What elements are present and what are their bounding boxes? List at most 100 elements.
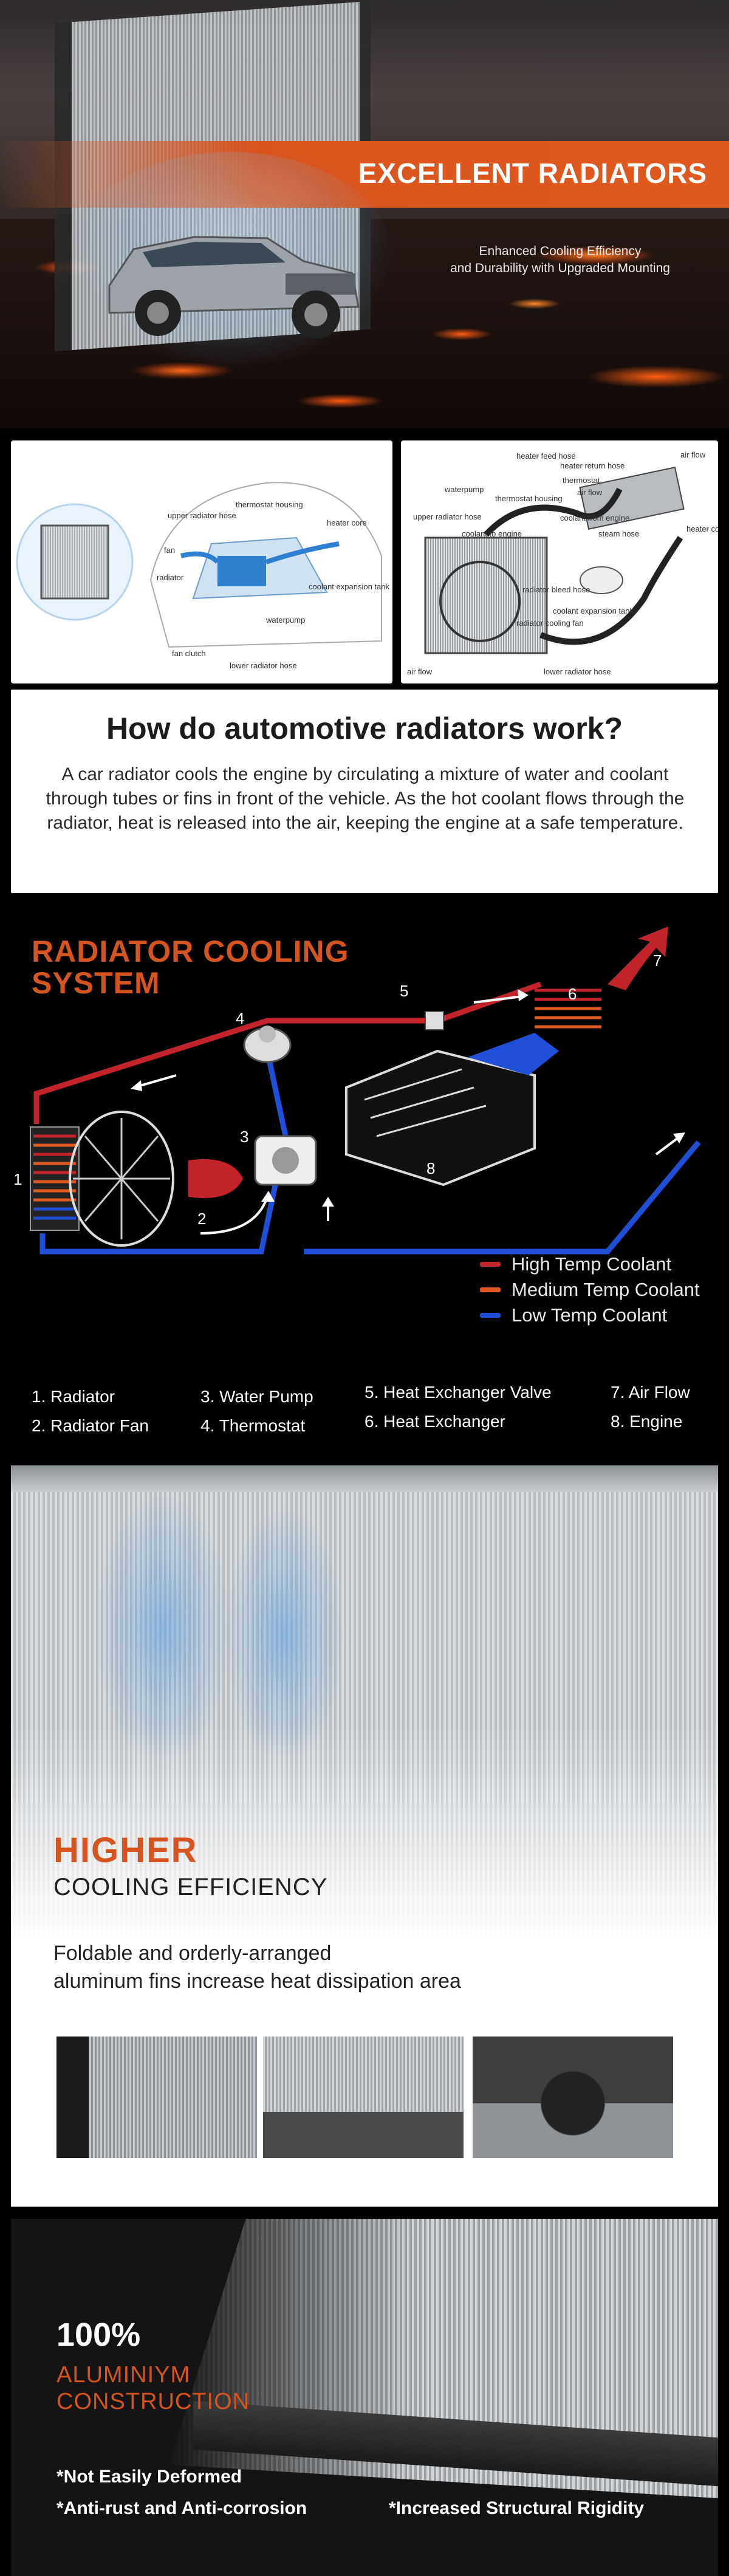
cooling-system-section: RADIATOR COOLING SYSTEM [0,893,729,1458]
label-coolant-expansion-tank-right: coolant expansion tank [553,606,634,615]
hero-title: EXCELLENT RADIATORS [358,157,707,189]
aluminium-panel: 100% ALUMINIYM CONSTRUCTION *Not Easily … [11,2219,718,2576]
hero-subtitle-line1: Enhanced Cooling Efficiency [479,244,642,258]
feature-rigidity: *Increased Structural Rigidity [389,2498,645,2518]
label-thermostat-housing-right: thermostat housing [495,494,563,503]
label-lower-radiator-hose: lower radiator hose [230,661,297,670]
part-item: 5. Heat Exchanger Valve [364,1383,552,1402]
label-radiator-bleed-hose: radiator bleed hose [522,585,590,594]
label-air-flow-3: air flow [407,667,433,676]
label-radiator: radiator [157,573,184,582]
cool-air-overlay [90,1478,406,1854]
hero-subtitle-line2: and Durability with Upgraded Mounting [450,261,670,275]
flow-arrow-head [131,1080,142,1091]
label-coolant-expansion-tank: coolant expansion tank [309,582,389,591]
part-item: 7. Air Flow [611,1383,690,1402]
legend-label-low: Low Temp Coolant [512,1304,668,1326]
cooling-title-line1: RADIATOR COOLING [32,934,349,968]
label-thermostat: thermostat [563,476,600,485]
diagram-row: upper radiator hose thermostat housing f… [0,428,729,683]
label-waterpump-right: waterpump [444,485,484,494]
label-fan: fan [164,546,175,555]
callout-number-8: 8 [426,1159,435,1177]
label-heater-return-hose: heater return hose [560,461,625,470]
coolant-circuit-diagram: heater feed hose heater return hose air … [401,440,718,683]
legend-swatch-low [480,1313,501,1318]
coolant-legend: High Temp Coolant Medium Temp Coolant Lo… [480,1252,700,1328]
water-pump-graphic [254,1135,317,1186]
how-heading: How do automotive radiators work? [106,711,623,745]
cold-return-line [304,1140,701,1255]
label-heater-core: heater core [327,518,367,527]
flow-arrow [200,1196,269,1235]
callout-number-4: 4 [236,1009,244,1027]
detail-photo-outlet [473,2036,673,2158]
aluminium-percent: 100% [56,2317,141,2353]
how-body: A car radiator cools the engine by circu… [46,764,685,833]
flow-arrow [655,1135,682,1156]
cooling-title-line2: SYSTEM [32,966,160,1000]
parts-column-1: 1. Radiator 2. Radiator Fan [32,1382,149,1440]
callout-number-3: 3 [240,1128,248,1146]
label-lower-radiator-hose-right: lower radiator hose [544,667,611,676]
label-upper-radiator-hose-right: upper radiator hose [413,512,482,521]
part-item: 8. Engine [611,1412,683,1431]
hot-coolant-line [33,981,542,1124]
callout-number-7: 7 [653,951,662,970]
flow-arrow [473,995,523,1004]
aluminium-subtitle-line2: CONSTRUCTION [56,2389,250,2414]
efficiency-panel: HIGHER COOLING EFFICIENCY Foldable and o… [11,1465,718,2207]
hero-banner: EXCELLENT RADIATORS Enhanced Cooling Eff… [0,0,729,428]
callout-number-1: 1 [13,1170,22,1188]
efficiency-description: Foldable and orderly-arranged aluminum f… [53,1939,461,1995]
parts-column-4: 7. Air Flow 8. Engine [611,1378,690,1436]
label-air-flow-1: air flow [680,450,706,459]
legend-swatch-high [480,1262,501,1267]
cooling-circuit-diagram: 1 2 3 4 5 6 7 8 [13,927,701,1255]
label-air-flow-2: air flow [577,488,603,497]
label-heater-feed-hose: heater feed hose [516,451,576,461]
aluminium-subtitle-line1: ALUMINIYM [56,2362,191,2388]
engine-graphic [345,1033,559,1187]
cooling-system-title: RADIATOR COOLING SYSTEM [32,936,349,999]
callout-number-6: 6 [568,985,577,1003]
efficiency-description-line1: Foldable and orderly-arranged [53,1942,332,1965]
part-item: 1. Radiator [32,1387,115,1406]
heat-exchanger-valve-graphic [425,1011,444,1030]
legend-label-medium: Medium Temp Coolant [512,1279,700,1300]
flow-arrow-head [673,1132,685,1143]
efficiency-heading: HIGHER [53,1831,198,1870]
label-coolant-to-engine: coolant to engine [462,529,522,538]
detail-photo-fins [263,2036,464,2158]
how-it-works-panel: How do automotive radiators work? A car … [11,690,718,893]
feature-not-deformed: *Not Easily Deformed [56,2467,242,2487]
hero-subtitle: Enhanced Cooling Efficiency and Durabili… [439,243,682,277]
detail-photo-side-tank [56,2036,257,2158]
flow-arrow-head [261,1191,275,1202]
legend-label-high: High Temp Coolant [512,1253,672,1275]
flow-arrow-head [322,1197,334,1207]
engine-bay-diagram: upper radiator hose thermostat housing f… [11,440,392,683]
radiator-graphic [30,1126,80,1231]
cold-coolant-line [39,1050,289,1255]
title-band [0,141,729,208]
legend-medium-temp: Medium Temp Coolant [480,1277,700,1303]
thermostat-graphic [243,1026,292,1063]
label-waterpump: waterpump [265,615,305,625]
feature-anti-rust: *Anti-rust and Anti-corrosion [56,2498,307,2518]
label-steam-hose: steam hose [598,529,639,538]
parts-column-2: 3. Water Pump 4. Thermostat [200,1382,313,1440]
heat-exchanger-graphic [535,927,668,1029]
label-thermostat-housing: thermostat housing [236,500,303,509]
truck-image [108,236,360,339]
label-upper-radiator-hose: upper radiator hose [168,511,236,520]
part-item: 2. Radiator Fan [32,1416,149,1435]
label-fan-clutch: fan clutch [172,649,206,658]
legend-low-temp: Low Temp Coolant [480,1303,700,1328]
legend-swatch-medium [480,1287,501,1292]
parts-column-3: 5. Heat Exchanger Valve 6. Heat Exchange… [364,1378,552,1436]
legend-high-temp: High Temp Coolant [480,1252,700,1277]
radiator-fan-graphic [69,1111,243,1247]
label-heater-core-right: heater core [686,524,718,533]
label-radiator-cooling-fan: radiator cooling fan [516,618,584,628]
